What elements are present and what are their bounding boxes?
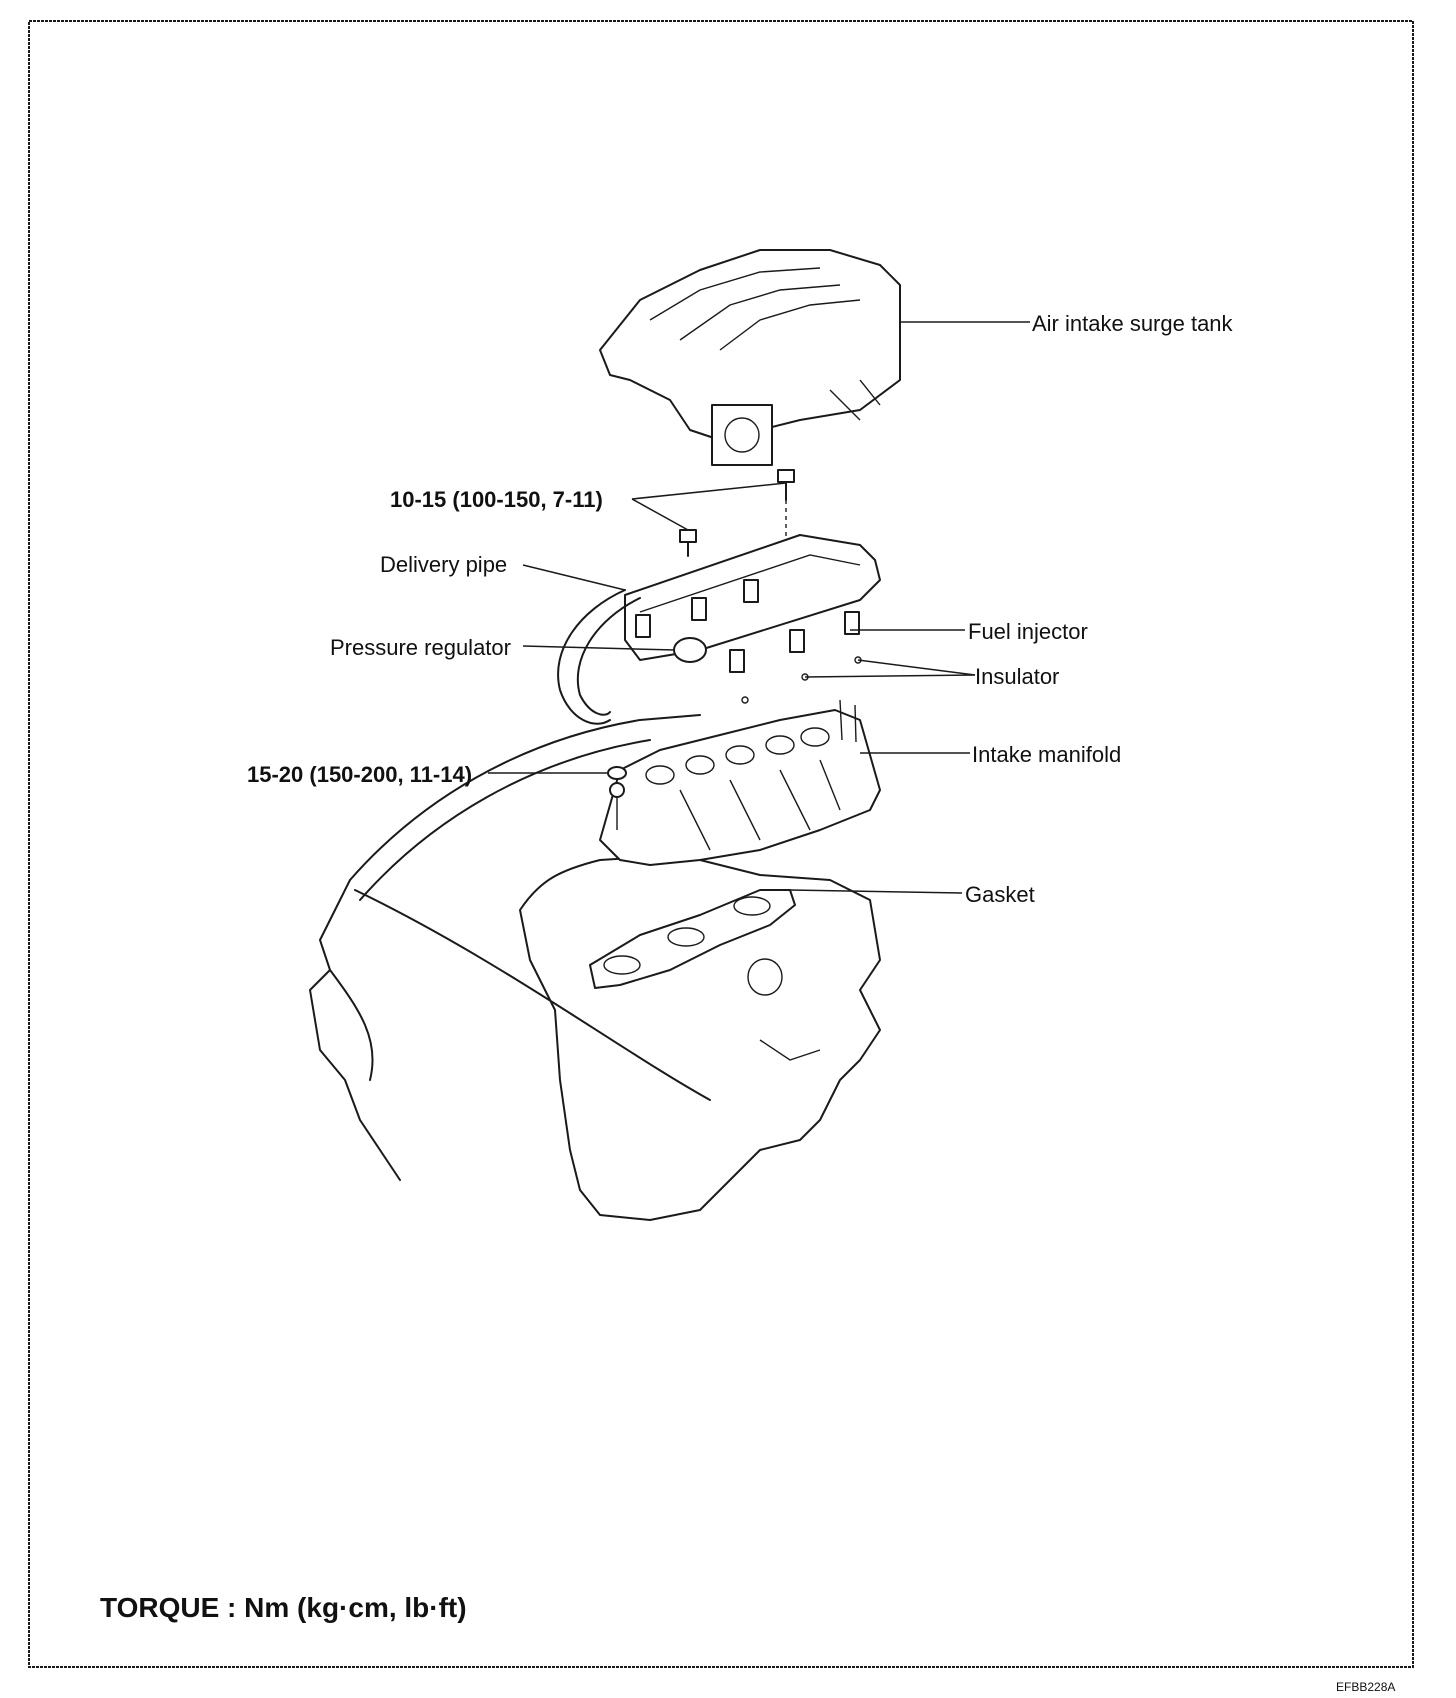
intake-manifold-part: [599, 699, 881, 866]
label-air-intake-surge-tank: Air intake surge tank: [1032, 311, 1233, 336]
label-torque-lower: 15-20 (150-200, 11-14): [247, 762, 473, 787]
label-fuel-injector: Fuel injector: [968, 619, 1088, 644]
label-insulator: Insulator: [975, 664, 1060, 689]
gasket-part: [589, 889, 796, 989]
figure-frame: [28, 20, 1414, 1668]
engine-block: [309, 714, 881, 1221]
insulators: [741, 656, 862, 704]
torque-units-note: TORQUE : Nm (kg·cm, lb·ft): [100, 1592, 467, 1623]
label-pressure-regulator: Pressure regulator: [330, 635, 511, 660]
figure-code: EFBB228A: [1336, 1680, 1396, 1694]
upper-bolts: [679, 469, 795, 557]
lower-bolts: [607, 766, 627, 830]
label-intake-manifold: Intake manifold: [972, 742, 1122, 767]
label-torque-upper: 10-15 (100-150, 7-11): [390, 487, 603, 512]
label-gasket: Gasket: [965, 882, 1035, 907]
leader-lines: [488, 321, 1030, 894]
label-delivery-pipe: Delivery pipe: [380, 552, 508, 577]
surge-tank-part: [599, 249, 901, 466]
delivery-pipe-part: [557, 534, 881, 725]
